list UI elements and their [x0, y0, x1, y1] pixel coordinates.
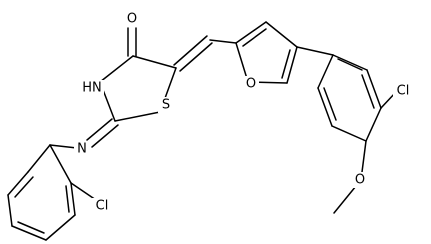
bond-ring-a-inner-2	[17, 221, 45, 234]
bond-methine-furan	[209, 39, 237, 44]
bond-furan-aryl	[296, 46, 334, 56]
bond-c2-n-imine-a	[86, 118, 113, 141]
bond-c2-s1	[114, 111, 161, 122]
bond-ring-a-5	[45, 214, 76, 241]
bond-ring-b-2	[317, 87, 333, 127]
label-n-imine: N	[77, 142, 87, 157]
bond-ring-b-inner-1	[323, 87, 337, 121]
bond-ring-b-1	[317, 54, 334, 89]
methylidene-bridge	[173, 35, 237, 72]
bond-ring-b-5	[366, 69, 382, 109]
bond-c5-methine-b	[179, 42, 213, 72]
label-o-methoxy: O	[355, 173, 365, 188]
bond-ring-a-inner-3	[65, 185, 70, 213]
bond-ring-a-6	[70, 182, 76, 216]
bond-ring-b-3	[331, 125, 367, 142]
label-cl-right: Cl	[397, 84, 410, 99]
bond-ring-b-o-methoxy	[361, 140, 367, 173]
bond-furan-c4-c5-inner	[281, 49, 291, 79]
bond-c5-c4	[132, 55, 177, 69]
bond-c2-n-imine-b	[91, 124, 119, 148]
label-s: S	[162, 98, 170, 113]
furan-ring	[235, 21, 298, 84]
chlorophenyl-ring-left	[7, 144, 97, 241]
bond-furan-c3-c4	[265, 21, 298, 48]
bond-ring-b-inner-2	[361, 74, 375, 109]
bond-ring-a-3	[7, 194, 13, 227]
bond-ring-b-4	[365, 107, 382, 142]
bond-n-imine-aryl	[49, 144, 78, 149]
chloromethoxyphenyl-ring-right	[296, 46, 397, 214]
bond-ring-b-6	[332, 54, 368, 71]
bond-ring-a-4	[11, 225, 47, 241]
atom-labels: O HN S N O Cl Cl O	[74, 11, 413, 214]
label-nh: HN	[82, 81, 102, 96]
bond-furan-o-c2	[235, 42, 249, 83]
bond-furan-c2-c3	[235, 21, 267, 44]
bond-ring-b-inner-3	[337, 58, 363, 71]
bond-ring-a-1	[27, 144, 51, 173]
bond-ring-a-7	[49, 144, 72, 184]
bond-furan-c2-c3-inner	[242, 28, 267, 47]
bond-furan-c4-c5	[286, 46, 298, 84]
label-cl-left: Cl	[96, 199, 109, 214]
bond-ring-a-2	[7, 171, 29, 196]
bond-ring-a-inner-1	[14, 176, 34, 198]
bond-c5-methine-a	[173, 35, 208, 66]
bond-o-methyl	[333, 185, 357, 214]
bond-c4-n3	[99, 55, 134, 83]
bond-ring-a-cl	[70, 182, 97, 201]
label-o-carbonyl: O	[127, 12, 137, 27]
label-o-furan: O	[246, 77, 256, 92]
